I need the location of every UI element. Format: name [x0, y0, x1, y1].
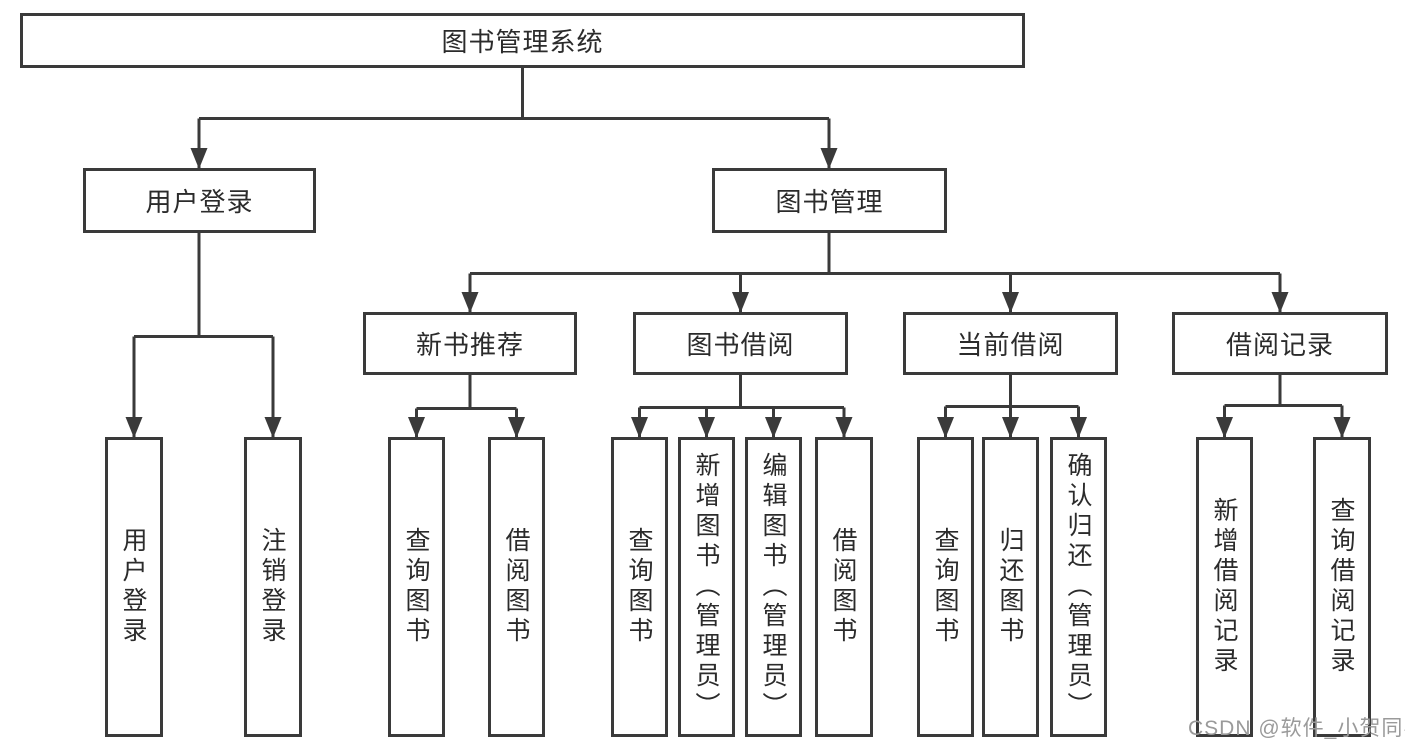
node-current-borrowing: 当前借阅 — [903, 312, 1118, 375]
connector-user-login-trunk — [134, 233, 273, 338]
connector-root-trunk — [199, 68, 829, 120]
leaf-query-books-current: 查询图书 — [917, 437, 974, 737]
connector-book-management-trunk — [470, 233, 1280, 275]
connector-current-borrowing-trunk — [945, 375, 1079, 408]
node-book-management: 图书管理 — [712, 168, 947, 233]
connector-new-book-trunk — [416, 375, 517, 410]
node-new-book-recommendation: 新书推荐 — [363, 312, 577, 375]
leaf-query-books-borrowing: 查询图书 — [611, 437, 668, 737]
leaf-query-borrow-record: 查询借阅记录 — [1313, 437, 1371, 737]
leaf-add-books-admin: 新增图书（管理员） — [678, 437, 735, 737]
leaf-borrow-books-borrowing: 借阅图书 — [815, 437, 873, 737]
leaf-logout: 注销登录 — [244, 437, 302, 737]
leaf-add-borrow-record: 新增借阅记录 — [1196, 437, 1253, 737]
connector-borrowing-records-trunk — [1224, 375, 1342, 407]
node-library-management-system: 图书管理系统 — [20, 13, 1025, 68]
leaf-confirm-return-admin: 确认归还（管理员） — [1050, 437, 1107, 737]
leaf-return-books: 归还图书 — [982, 437, 1039, 737]
leaf-edit-books-admin: 编辑图书（管理员） — [745, 437, 802, 737]
node-user-login: 用户登录 — [83, 168, 316, 233]
leaf-query-books-recommend: 查询图书 — [388, 437, 445, 737]
node-borrowing-records: 借阅记录 — [1172, 312, 1388, 375]
leaf-user-login: 用户登录 — [105, 437, 163, 737]
csdn-watermark: CSDN @软件_小贺同学 — [1188, 717, 1405, 740]
connector-book-borrowing-trunk — [639, 375, 844, 409]
node-book-borrowing: 图书借阅 — [633, 312, 848, 375]
leaf-borrow-books-recommend: 借阅图书 — [488, 437, 545, 737]
